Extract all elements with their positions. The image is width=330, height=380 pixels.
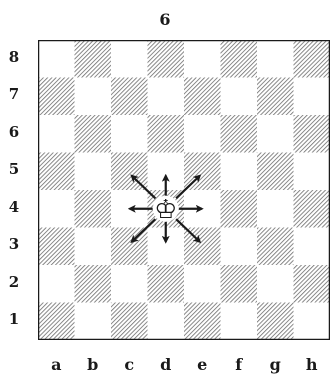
rank-label-2: 2 <box>4 273 24 291</box>
square-c1 <box>111 303 148 341</box>
square-g6 <box>257 115 294 153</box>
square-h6 <box>294 115 330 153</box>
square-f4 <box>221 190 258 228</box>
king-glyph: ♔ <box>154 195 177 225</box>
square-a1 <box>38 303 75 341</box>
square-h1 <box>294 303 330 341</box>
rank-label-4: 4 <box>4 198 24 216</box>
square-g7 <box>257 78 294 116</box>
square-f3 <box>221 228 258 266</box>
square-a4 <box>38 190 75 228</box>
square-f7 <box>221 78 258 116</box>
square-g1 <box>257 303 294 341</box>
square-b2 <box>75 265 112 303</box>
file-label-h: h <box>294 355 330 374</box>
chessboard: ♔ <box>38 40 330 340</box>
square-h4 <box>294 190 330 228</box>
square-a3 <box>38 228 75 266</box>
square-d7 <box>148 78 185 116</box>
square-g5 <box>257 153 294 191</box>
square-b8 <box>75 40 112 78</box>
square-f5 <box>221 153 258 191</box>
square-a2 <box>38 265 75 303</box>
square-c8 <box>111 40 148 78</box>
file-label-a: a <box>38 355 74 374</box>
square-c6 <box>111 115 148 153</box>
square-d2 <box>148 265 185 303</box>
rank-label-5: 5 <box>4 160 24 178</box>
square-e2 <box>184 265 221 303</box>
square-d6 <box>148 115 185 153</box>
square-h7 <box>294 78 330 116</box>
square-g4 <box>257 190 294 228</box>
square-f2 <box>221 265 258 303</box>
rank-label-6: 6 <box>4 123 24 141</box>
file-label-c: c <box>111 355 147 374</box>
rank-label-3: 3 <box>4 235 24 253</box>
square-h3 <box>294 228 330 266</box>
file-label-b: b <box>75 355 111 374</box>
file-label-g: g <box>257 355 293 374</box>
square-e8 <box>184 40 221 78</box>
square-b4 <box>75 190 112 228</box>
king-icon: ♔ <box>153 195 179 225</box>
file-label-e: e <box>184 355 220 374</box>
square-e6 <box>184 115 221 153</box>
square-h8 <box>294 40 330 78</box>
figure-number: 6 <box>0 10 330 29</box>
rank-label-8: 8 <box>4 48 24 66</box>
square-f1 <box>221 303 258 341</box>
square-h2 <box>294 265 330 303</box>
square-g3 <box>257 228 294 266</box>
square-b5 <box>75 153 112 191</box>
square-c2 <box>111 265 148 303</box>
square-b3 <box>75 228 112 266</box>
square-h5 <box>294 153 330 191</box>
square-b1 <box>75 303 112 341</box>
square-g8 <box>257 40 294 78</box>
square-a5 <box>38 153 75 191</box>
square-c7 <box>111 78 148 116</box>
rank-label-1: 1 <box>4 310 24 328</box>
file-label-f: f <box>221 355 257 374</box>
square-f8 <box>221 40 258 78</box>
square-e7 <box>184 78 221 116</box>
square-b6 <box>75 115 112 153</box>
square-a8 <box>38 40 75 78</box>
square-f6 <box>221 115 258 153</box>
square-g2 <box>257 265 294 303</box>
square-a7 <box>38 78 75 116</box>
square-d8 <box>148 40 185 78</box>
square-a6 <box>38 115 75 153</box>
rank-label-7: 7 <box>4 85 24 103</box>
square-d1 <box>148 303 185 341</box>
file-label-d: d <box>148 355 184 374</box>
square-b7 <box>75 78 112 116</box>
square-e1 <box>184 303 221 341</box>
